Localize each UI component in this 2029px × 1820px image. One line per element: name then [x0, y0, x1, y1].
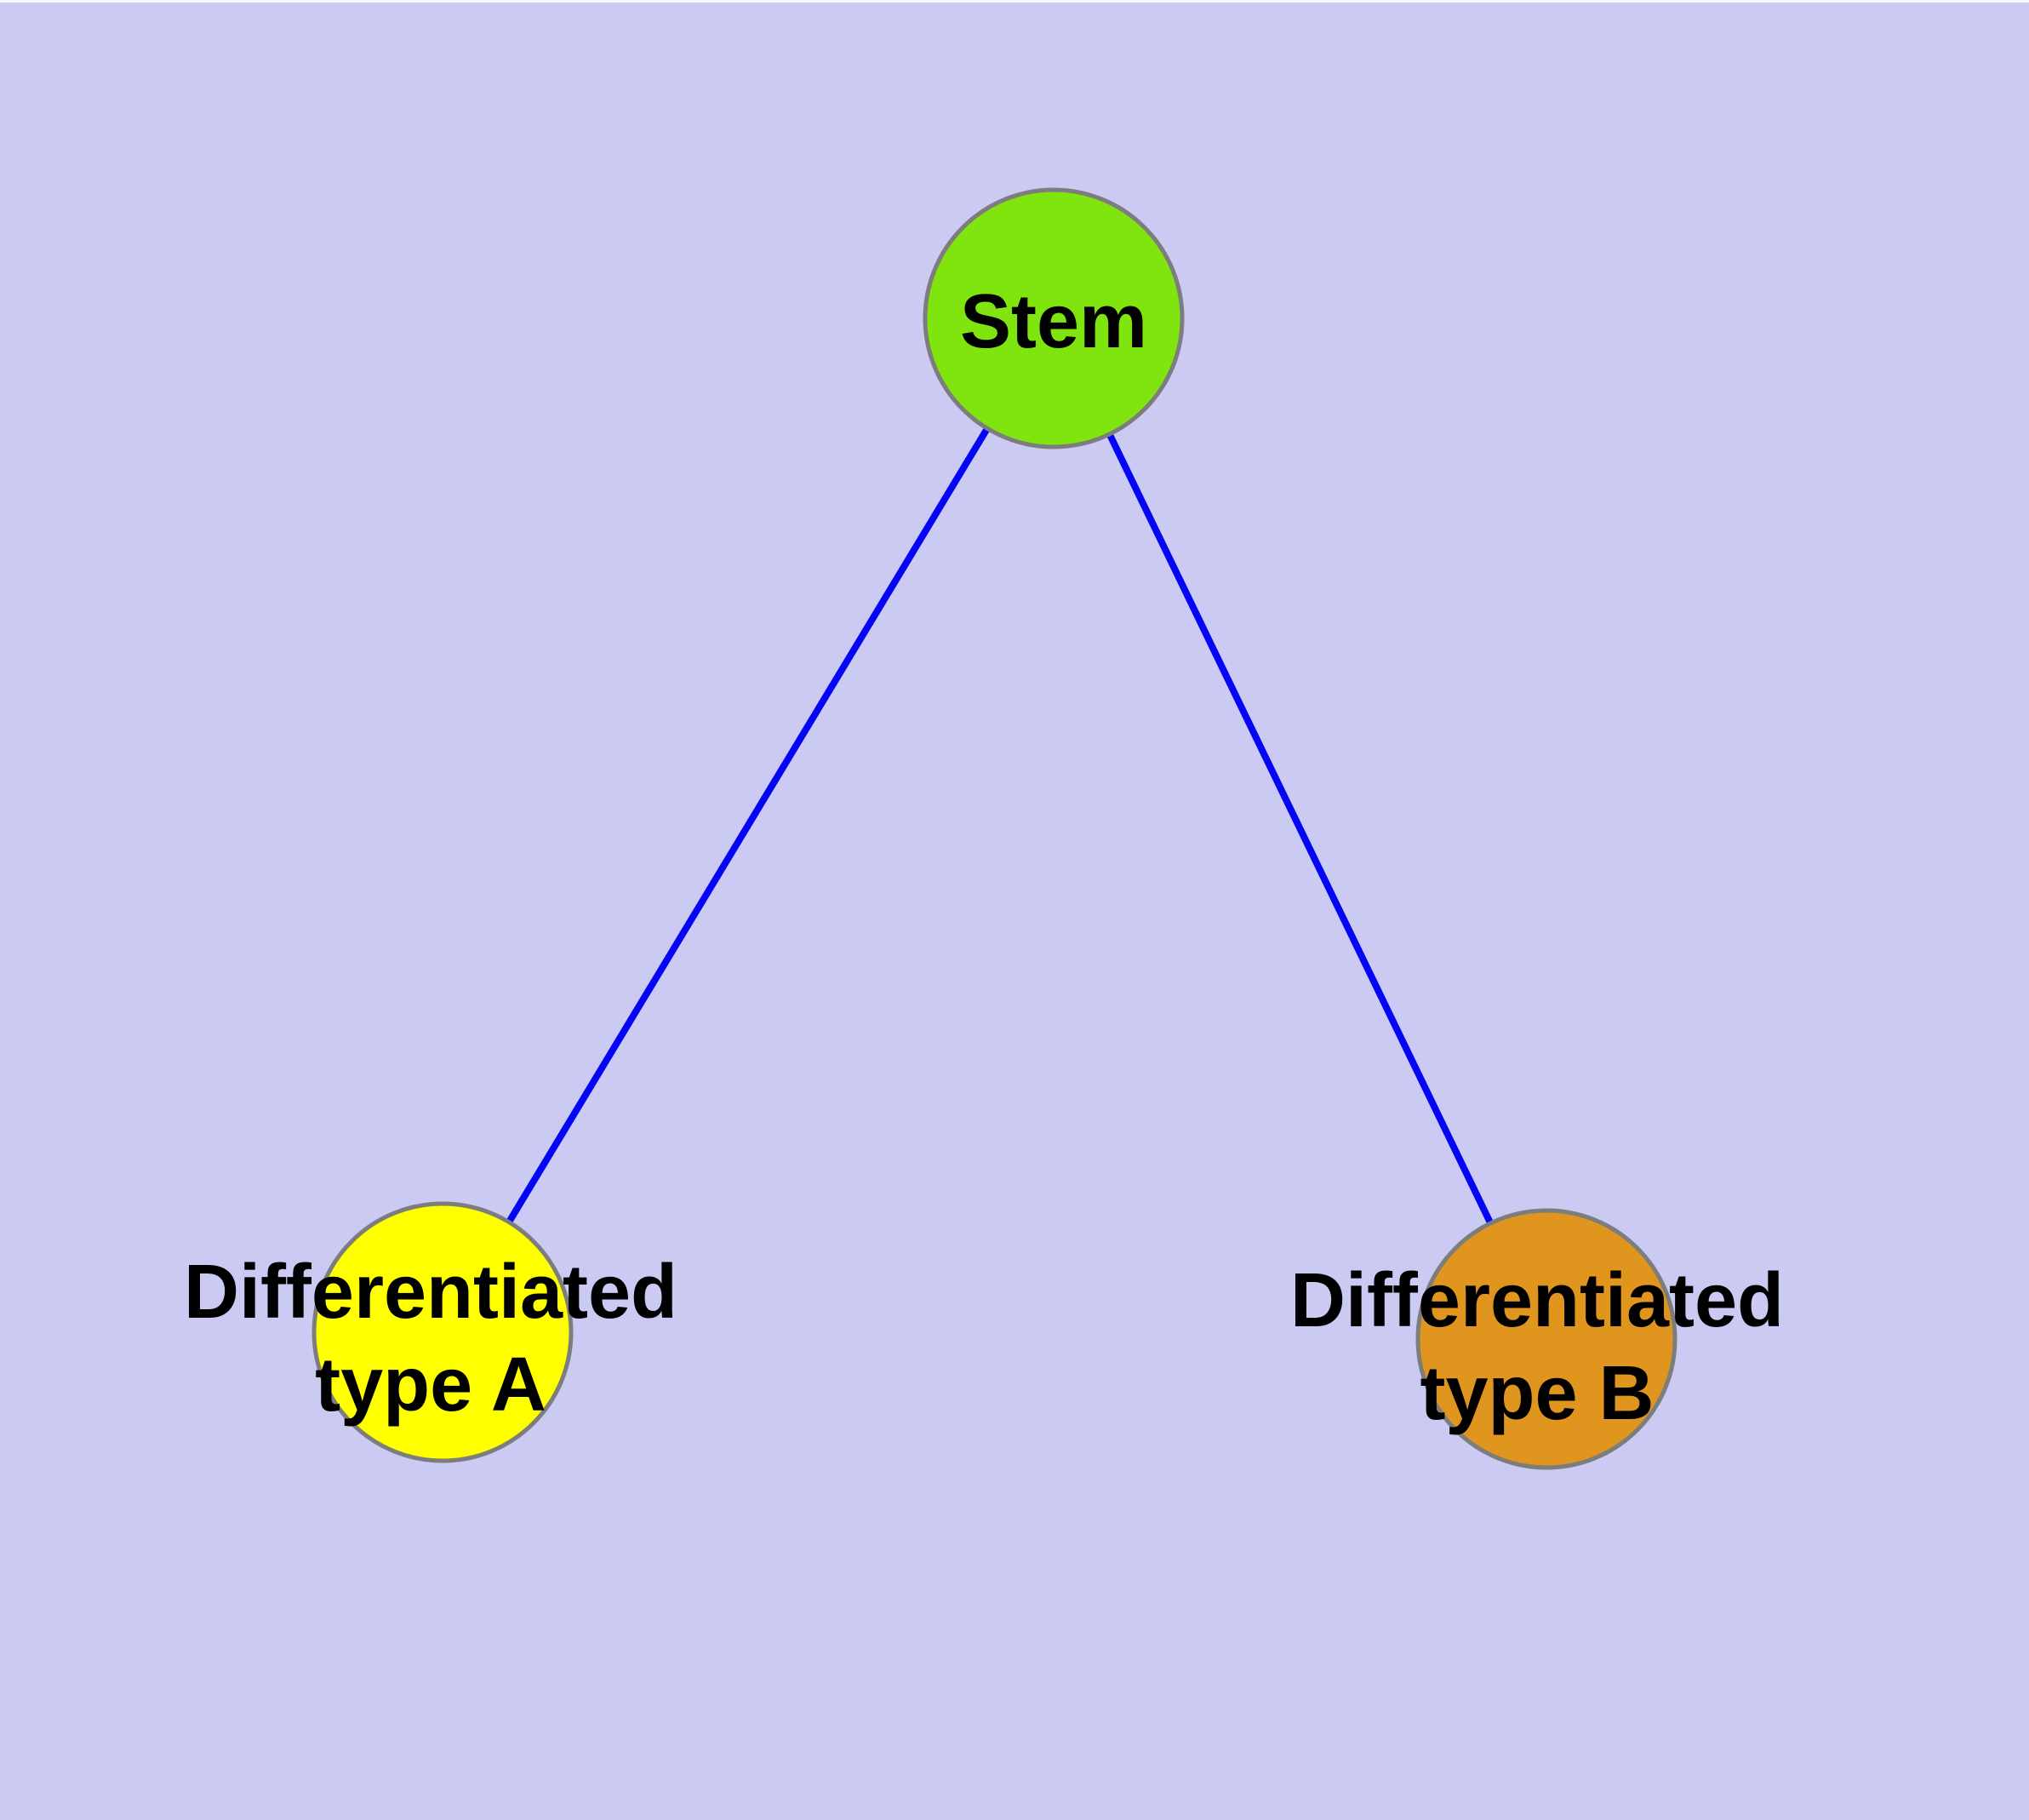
node-stem: Stem [923, 187, 1185, 449]
top-edge-strip [0, 0, 2029, 3]
node-stem-label: Stem [960, 279, 1147, 364]
node-type-a-label-line1: Differentiated [184, 1250, 677, 1335]
edge-stem-to-type-b [1050, 317, 1550, 1341]
node-type-a-label-line2: type A [315, 1342, 546, 1428]
edge-stem-to-type-a [439, 316, 1057, 1335]
node-type-a-shape [311, 1201, 574, 1463]
node-type-b: Differentiated type B [1290, 1208, 1784, 1470]
node-type-b-shape [1415, 1208, 1677, 1470]
node-type-b-label-line1: Differentiated [1290, 1258, 1784, 1343]
node-type-a: Differentiated type A [184, 1201, 677, 1463]
node-stem-shape [923, 187, 1185, 449]
node-type-b-label-line2: type B [1420, 1351, 1654, 1436]
